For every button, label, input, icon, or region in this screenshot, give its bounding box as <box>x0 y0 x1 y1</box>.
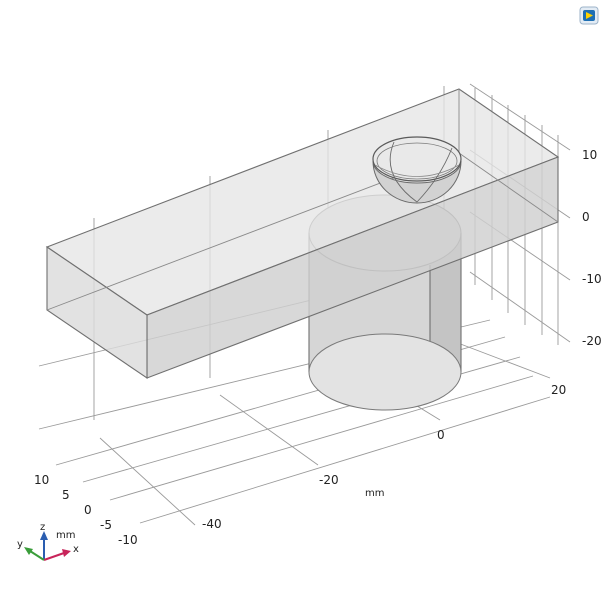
triad-z-label: z <box>40 522 45 533</box>
x-tick-label: -40 <box>202 517 222 531</box>
z-tick-label: 10 <box>582 148 597 162</box>
triad-unit-label: mm <box>56 530 75 541</box>
block-domain[interactable] <box>45 88 560 380</box>
y-tick-label: 10 <box>34 473 49 487</box>
z-tick-label: 0 <box>582 210 590 224</box>
comsol-logo-icon <box>579 6 599 25</box>
z-tick-label: -20 <box>582 334 602 348</box>
y-tick-label: -10 <box>118 533 138 547</box>
hemisphere-domain[interactable] <box>372 136 462 204</box>
triad-x-label: x <box>73 544 79 555</box>
y-tick-label: 5 <box>62 488 70 502</box>
z-tick-label: -10 <box>582 272 602 286</box>
x-axis-unit: mm <box>365 488 384 499</box>
x-tick-label: -20 <box>319 473 339 487</box>
y-tick-label: -5 <box>100 518 112 532</box>
x-tick-label: 20 <box>551 383 566 397</box>
coordinate-triad: z mm y x <box>17 522 79 561</box>
y-tick-label: 0 <box>84 503 92 517</box>
triad-y-label: y <box>17 539 23 550</box>
x-tick-label: 0 <box>437 428 445 442</box>
